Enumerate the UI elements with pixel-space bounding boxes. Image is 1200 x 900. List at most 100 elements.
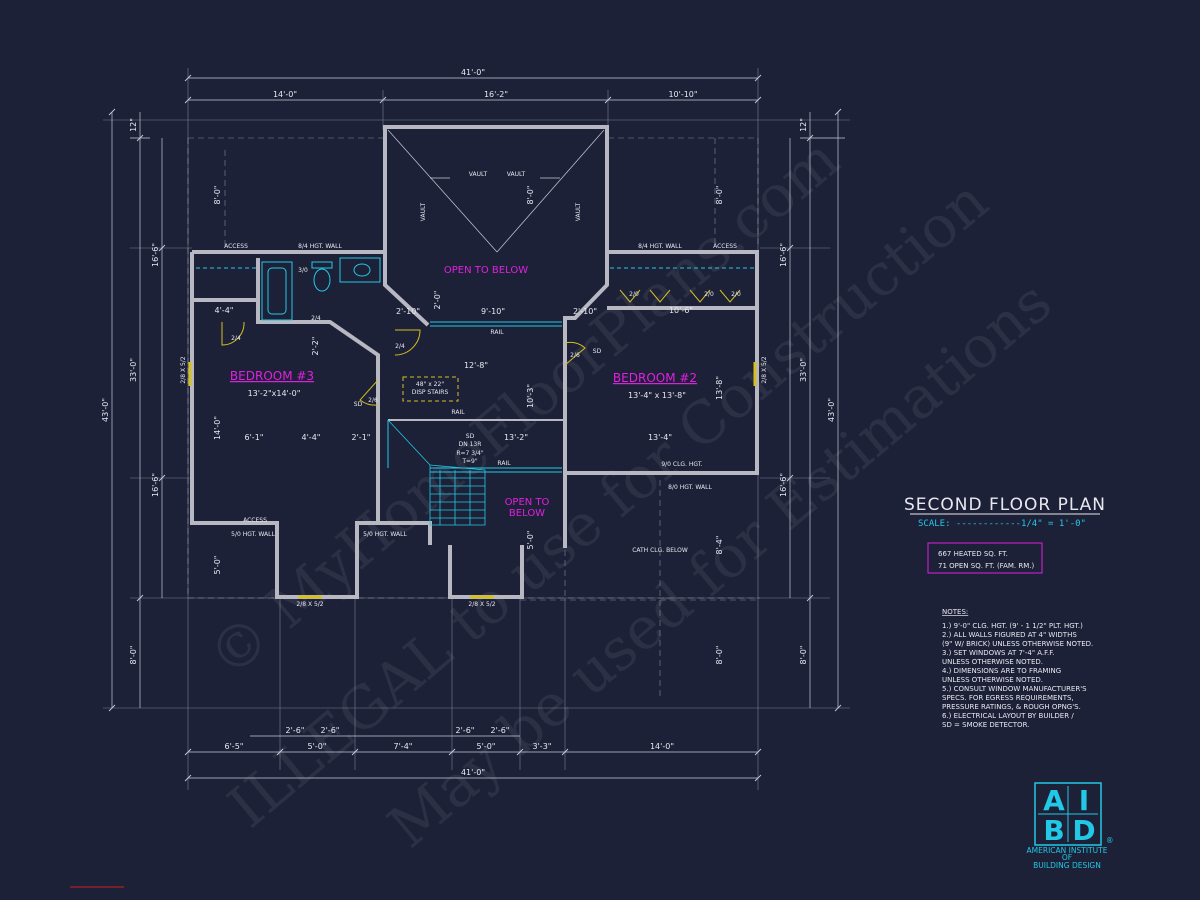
rail-label: RAIL <box>497 460 511 467</box>
door-size: 2/6 <box>570 352 580 359</box>
dim-top-total: 41'-0" <box>461 68 485 77</box>
bedroom2-size: 13'-4" x 13'-8" <box>628 391 686 400</box>
dim-right-12: 12" <box>799 118 808 132</box>
dim-left-e: 5'-0" <box>213 556 222 575</box>
door-size: 2/4 <box>395 343 405 350</box>
notes-heading: NOTES: <box>942 608 968 616</box>
door-size: 2/6 <box>368 397 378 404</box>
logo-letter: D <box>1072 814 1095 847</box>
open-area: 71 OPEN SQ. FT. (FAM. RM.) <box>938 562 1034 570</box>
plan-scale: SCALE: ------------1/4" = 1'-0" <box>918 519 1086 529</box>
vault-lines <box>387 129 605 253</box>
closet-door <box>719 289 741 303</box>
door-swing <box>394 329 421 356</box>
dim-int-21: 8'-0" <box>715 646 724 665</box>
dim-bottom-6: 14'-0" <box>650 742 674 751</box>
dim-int-3: 13'-2" <box>504 433 528 442</box>
dim-left-c: 8'-0" <box>129 646 138 665</box>
heated-area: 667 HEATED SQ. FT. <box>938 550 1008 558</box>
logo-frame <box>1034 782 1102 846</box>
logo-text: OF <box>1062 853 1072 862</box>
note-line: 6.) ELECTRICAL LAYOUT BY BUILDER / <box>942 712 1074 720</box>
logo-letter: I <box>1079 784 1089 817</box>
window-size: 2/8 X 5/2 <box>761 356 768 383</box>
dim-int-6: 4'-4" <box>302 433 321 442</box>
dim-int-14: 2'-10" <box>396 307 420 316</box>
note-line: 1.) 9'-0" CLG. HGT. (9' - 1 1/2" PLT. HG… <box>942 622 1083 630</box>
window-size: 2/8 X 5/2 <box>180 356 187 383</box>
dim-right-c: 8'-0" <box>799 646 808 665</box>
logo-text: AMERICAN INSTITUTE <box>1027 846 1108 855</box>
access-label: ACCESS <box>713 243 737 250</box>
title-block: SECOND FLOOR PLAN SCALE: ------------1/4… <box>904 495 1106 574</box>
dim-int-20: 2'-10" <box>573 307 597 316</box>
fixtures <box>196 257 754 473</box>
smoke-detector: SD <box>354 401 363 408</box>
dim-int-8: 14'-0" <box>213 416 222 440</box>
dim-left-d: 8'-0" <box>213 186 222 205</box>
dim-int-5: 6'-1" <box>245 433 264 442</box>
dim-int-17: 8'-0" <box>715 186 724 205</box>
dim-left-total: 43'-0" <box>101 398 110 422</box>
window-size: 2/8 X 5/2 <box>296 601 323 608</box>
note-line: PRESSURE RATINGS, & ROUGH OPNG'S. <box>942 703 1081 711</box>
door-size: 2/0 <box>704 291 714 298</box>
dim-bottom-5: 3'-3" <box>533 742 552 751</box>
door-size: 2/4 <box>231 335 241 342</box>
note-line: SD = SMOKE DETECTOR. <box>942 721 1029 729</box>
dimension-ticks <box>108 74 842 782</box>
door-size: 2/0 <box>731 291 741 298</box>
logo-letter: A <box>1043 784 1065 817</box>
bedroom2-name: BEDROOM #2 <box>613 371 697 385</box>
door-swing <box>221 321 245 346</box>
dim-int-4: 13'-4" <box>648 433 672 442</box>
dim-int-2: 12'-8" <box>464 361 488 370</box>
rail-label: RAIL <box>451 409 465 416</box>
note-line: (9" W/ BRICK) UNLESS OTHERWISE NOTED. <box>942 640 1093 648</box>
note-line: 2.) ALL WALLS FIGURED AT 4" WIDTHS <box>942 631 1077 639</box>
stair-down: DN 13R <box>459 441 482 448</box>
dim-right-total: 43'-0" <box>827 398 836 422</box>
bathtub-basin <box>267 267 287 315</box>
closet-door <box>619 289 641 303</box>
dim-bottom-sub: 2'-6" <box>456 726 475 735</box>
open-to-below-stair-2: BELOW <box>509 508 545 519</box>
cath-clg-label: CATH CLG. BELOW <box>632 547 688 554</box>
stair-riser: R=7 3/4" <box>456 450 484 457</box>
aibd-logo: A I B D ® AMERICAN INSTITUTE OF BUILDING… <box>1027 782 1114 870</box>
stair-tread: T=9" <box>461 458 478 465</box>
bedroom3-name: BEDROOM #3 <box>230 369 314 383</box>
dim-left-b: 16'-6" <box>151 473 160 497</box>
bedroom3-size: 13'-2"x14'-0" <box>248 389 301 398</box>
doors <box>188 289 757 599</box>
toilet <box>313 268 331 292</box>
open-to-below-top: OPEN TO BELOW <box>444 265 528 276</box>
logo-letter: B <box>1043 814 1064 847</box>
dim-int-1: 9'-10" <box>481 307 505 316</box>
logo-registered: ® <box>1106 836 1114 845</box>
note-line: 5.) CONSULT WINDOW MANUFACTURER'S <box>942 685 1087 693</box>
dim-top-1: 14'-0" <box>273 90 297 99</box>
access-label: ACCESS <box>243 517 267 524</box>
clg-height-label: 9/0 CLG. HGT. <box>661 461 702 468</box>
dim-int-9: 4'-4" <box>215 306 234 315</box>
plan-title: SECOND FLOOR PLAN <box>904 495 1106 515</box>
vault-label: VAULT <box>420 202 427 221</box>
note-line: SPECS. FOR EGRESS REQUIREMENTS, <box>942 694 1074 702</box>
dim-top-3: 10'-10" <box>668 90 697 99</box>
dim-left-a: 16'-6" <box>151 243 160 267</box>
dim-bottom-1: 6'-5" <box>225 742 244 751</box>
wall-height-label: 5/0 HGT. WALL <box>231 531 275 538</box>
dim-int-16: 8'-4" <box>715 536 724 555</box>
open-to-below-stair-1: OPEN TO <box>505 497 550 508</box>
dim-right-b: 16'-6" <box>779 473 788 497</box>
dim-bottom-4: 5'-0" <box>477 742 496 751</box>
notes: NOTES: 1.) 9'-0" CLG. HGT. (9' - 1 1/2" … <box>942 608 1093 729</box>
dim-bottom-sub: 2'-6" <box>286 726 305 735</box>
stairs <box>387 419 486 526</box>
note-line: 3.) SET WINDOWS AT 7'-4" A.F.F. <box>942 649 1054 657</box>
logo-text: BUILDING DESIGN <box>1033 861 1101 870</box>
rail-label: RAIL <box>490 329 504 336</box>
dim-left-1: 33'-0" <box>129 358 138 382</box>
